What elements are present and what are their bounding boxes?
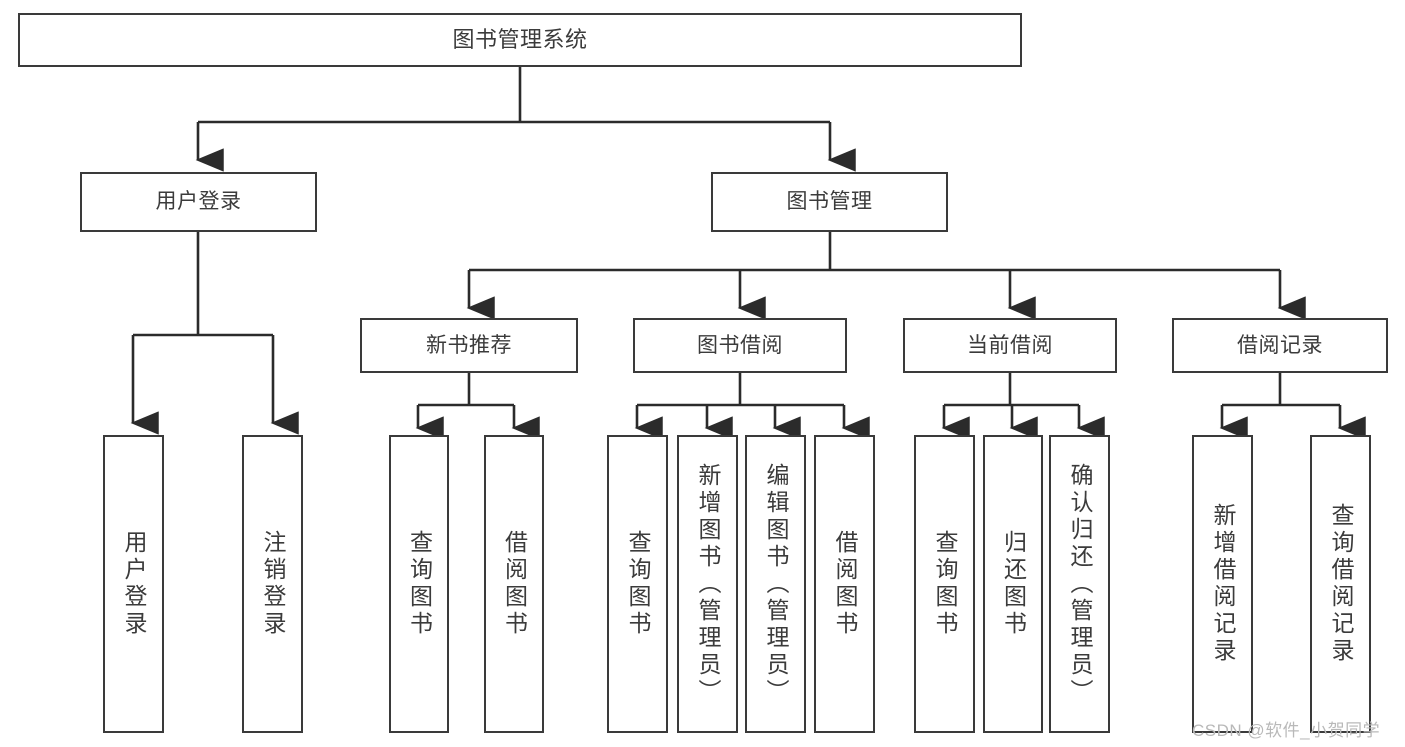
leaf-user-login-logout[interactable]: 注销登录 <box>242 435 303 733</box>
leaf-user-login-login[interactable]: 用户登录 <box>103 435 164 733</box>
leaf-record-query-record[interactable]: 查询借阅记录 <box>1310 435 1371 733</box>
node-label: 图书管理系统 <box>452 26 588 52</box>
leaf-current-query-book[interactable]: 查询图书 <box>914 435 975 733</box>
leaf-current-confirm-return-admin[interactable]: 确认归还（管理员） <box>1049 435 1110 733</box>
node-label: 查询借阅记录 <box>1328 503 1354 665</box>
node-label: 借阅图书 <box>832 530 858 638</box>
leaf-recommend-borrow-book[interactable]: 借阅图书 <box>484 435 544 733</box>
leaf-current-return-book[interactable]: 归还图书 <box>983 435 1043 733</box>
node-book-management[interactable]: 图书管理 <box>711 172 948 232</box>
node-borrow-record[interactable]: 借阅记录 <box>1172 318 1388 373</box>
leaf-recommend-query-book[interactable]: 查询图书 <box>389 435 449 733</box>
node-label: 当前借阅 <box>967 333 1053 357</box>
node-user-login[interactable]: 用户登录 <box>80 172 317 232</box>
node-label: 借阅记录 <box>1237 333 1323 357</box>
node-label: 图书管理 <box>786 190 873 214</box>
node-label: 归还图书 <box>1000 530 1027 638</box>
leaf-borrow-borrow-book[interactable]: 借阅图书 <box>814 435 875 733</box>
node-label: 查询图书 <box>932 530 958 638</box>
node-label: 查询图书 <box>625 530 651 638</box>
csdn-watermark: CSDN @软件_小贺同学 <box>1192 721 1381 740</box>
node-current-borrow[interactable]: 当前借阅 <box>903 318 1117 373</box>
leaf-borrow-edit-book-admin[interactable]: 编辑图书（管理员） <box>745 435 806 733</box>
node-label: 新增借阅记录 <box>1210 503 1236 665</box>
node-label: 编辑图书（管理员） <box>763 462 789 706</box>
node-label: 借阅图书 <box>501 530 528 638</box>
leaf-borrow-add-book-admin[interactable]: 新增图书（管理员） <box>677 435 738 733</box>
node-new-book-recommend[interactable]: 新书推荐 <box>360 318 578 373</box>
leaf-record-add-record[interactable]: 新增借阅记录 <box>1192 435 1253 733</box>
node-label: 注销登录 <box>260 530 286 638</box>
node-label: 查询图书 <box>406 530 433 638</box>
node-label: 图书借阅 <box>697 333 783 357</box>
node-label: 新书推荐 <box>426 333 512 357</box>
node-label: 用户登录 <box>121 530 147 638</box>
node-label: 新增图书（管理员） <box>695 462 721 706</box>
node-label: 确认归还（管理员） <box>1067 462 1093 706</box>
node-root-system[interactable]: 图书管理系统 <box>18 13 1022 67</box>
node-book-borrow[interactable]: 图书借阅 <box>633 318 847 373</box>
node-label: 用户登录 <box>155 190 242 214</box>
leaf-borrow-query-book[interactable]: 查询图书 <box>607 435 668 733</box>
